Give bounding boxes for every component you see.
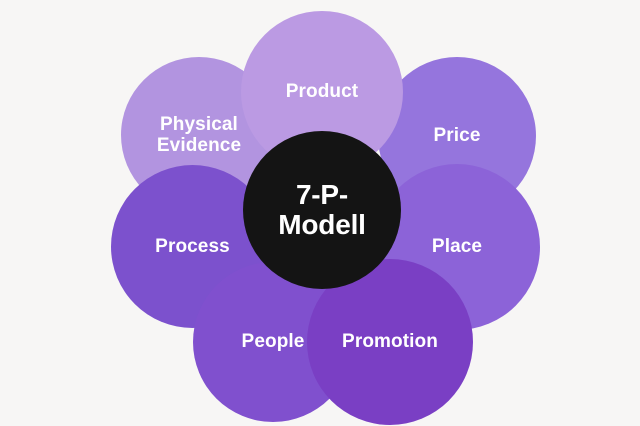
center-node-label-line1: 7-P- (295, 178, 349, 210)
center-node-label-line2: Modell (278, 209, 366, 240)
center-node[interactable]: 7-P- Modell (243, 131, 401, 289)
petal-physical-evidence-label-line1: Physical (160, 113, 238, 135)
petal-physical-evidence-label-line2: Evidence (156, 135, 242, 156)
petal-people-label: People (241, 331, 305, 353)
petal-physical-evidence-label: Physical Evidence (149, 114, 249, 157)
petal-promotion-label: Promotion (342, 331, 438, 353)
petal-product-label: Product (285, 81, 359, 103)
center-node-label: 7-P- Modell (270, 178, 373, 240)
petal-price-label: Price (433, 125, 481, 147)
petal-place-label: Place (431, 236, 483, 258)
petal-process-label: Process (155, 235, 230, 257)
